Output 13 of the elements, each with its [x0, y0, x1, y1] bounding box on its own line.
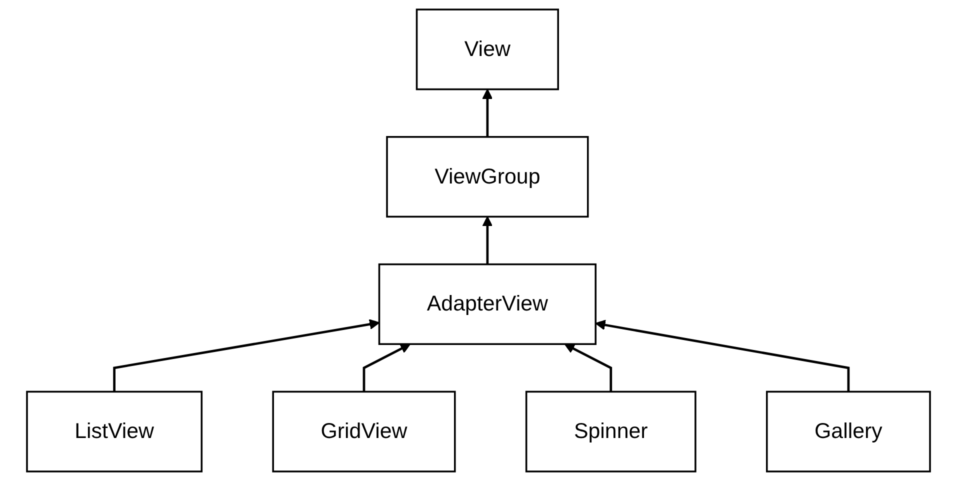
node-box: ListView	[26, 390, 203, 472]
node-box: View	[416, 8, 559, 90]
arrow	[482, 216, 493, 264]
arrow	[482, 88, 493, 137]
node-box: ViewGroup	[386, 136, 589, 218]
arrow	[113, 319, 380, 392]
arrow	[595, 320, 850, 392]
node-box: Spinner	[525, 390, 696, 472]
node-box: GridView	[272, 390, 456, 472]
node-box: AdapterView	[378, 263, 597, 345]
node-box: Gallery	[766, 390, 931, 472]
arrow	[362, 344, 411, 392]
arrow	[564, 344, 612, 392]
